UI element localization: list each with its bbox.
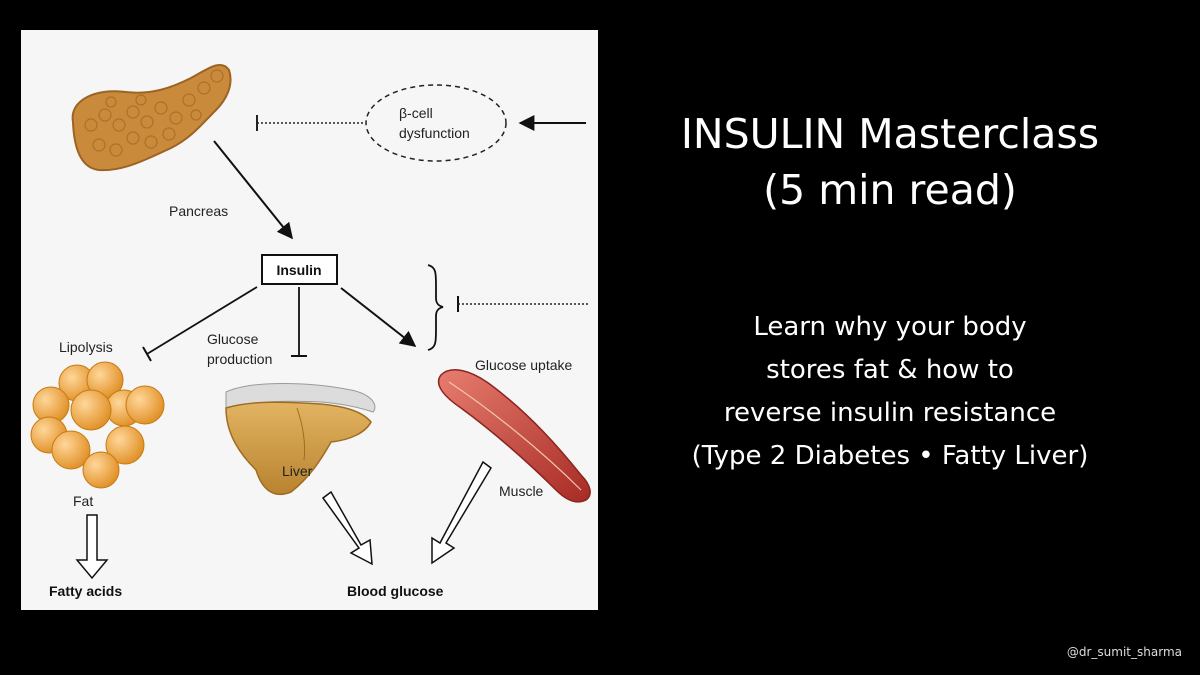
lipolysis-label: Lipolysis [59,339,113,355]
liver-to-blood-glucose-arrow [323,492,372,564]
fat-cells-illustration [31,362,164,488]
beta-cell-dysfunction-node: β-cell dysfunction [366,85,506,161]
subheadline-line-4: (Type 2 Diabetes • Fatty Liver) [612,435,1168,478]
muscle-label: Muscle [499,483,544,499]
fat-to-fatty-acids-arrow [77,515,107,578]
dysfunction-label: dysfunction [399,125,470,141]
fat-label: Fat [73,493,93,509]
insulin-inhibits-lipolysis [143,287,257,361]
blood-glucose-label: Blood glucose [347,583,444,599]
glucose-label: Glucose [207,331,259,347]
subheadline: Learn why your body stores fat & how to … [612,306,1168,478]
insulin-diagram: β-cell dysfunction Pancreas Insulin Lipo… [21,30,598,610]
author-handle: @dr_sumit_sharma [1067,645,1182,659]
headline-line-1: INSULIN Masterclass [612,106,1168,162]
headline: INSULIN Masterclass (5 min read) [612,106,1168,218]
pancreas-illustration [73,65,231,170]
insulin-to-glucose-uptake-arrow [341,288,415,346]
glucose-uptake-label: Glucose uptake [475,357,572,373]
beta-cell-label: β-cell [399,105,433,121]
subheadline-line-2: stores fat & how to [612,349,1168,392]
headline-line-2: (5 min read) [612,162,1168,218]
insulin-inhibits-glucose-production [291,287,307,356]
fatty-acids-label: Fatty acids [49,583,122,599]
pancreas-label: Pancreas [169,203,228,219]
subheadline-line-1: Learn why your body [612,306,1168,349]
liver-label: Liver [282,463,313,479]
insulin-label: Insulin [276,262,321,278]
beta-cell-inhibition-line [257,115,364,131]
pancreas-to-insulin-arrow [214,141,292,238]
muscle-to-blood-glucose-arrow [432,462,491,563]
insulin-resistance-bracket [428,265,588,350]
insulin-box: Insulin [262,255,337,284]
production-label: production [207,351,272,367]
subheadline-line-3: reverse insulin resistance [612,392,1168,435]
